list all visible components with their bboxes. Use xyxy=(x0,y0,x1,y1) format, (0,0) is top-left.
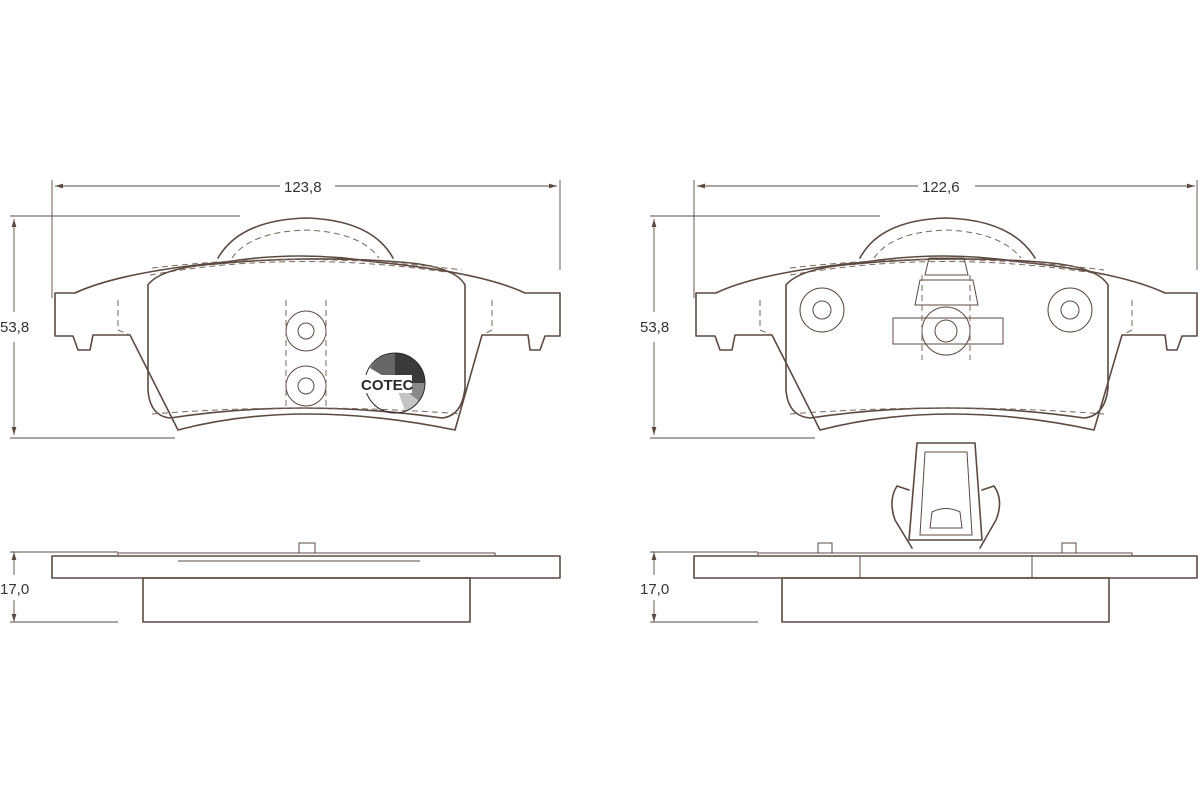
right-pad-side-view xyxy=(693,442,1198,623)
right-width-dimension: 122,6 xyxy=(693,179,1198,298)
left-thickness-dimension: 17,0 xyxy=(0,551,118,623)
right-height-label: 53,8 xyxy=(640,319,669,336)
left-thickness-label: 17,0 xyxy=(0,581,29,598)
left-pad-front-view: COTEC xyxy=(54,217,561,431)
right-width-label: 122,6 xyxy=(922,179,960,196)
right-thickness-dimension: 17,0 xyxy=(640,551,758,623)
left-height-dimension: 53,8 xyxy=(0,215,240,439)
left-backing-plate xyxy=(54,255,561,431)
right-friction-side xyxy=(781,577,1110,623)
svg-text:COTEC: COTEC xyxy=(361,377,414,394)
right-backing-plate xyxy=(695,255,1198,431)
cotec-logo: COTEC xyxy=(360,352,426,414)
left-pad-side-view xyxy=(51,542,561,623)
left-friction-pad xyxy=(147,258,466,419)
right-pad-front-view xyxy=(695,217,1198,431)
right-friction-pad xyxy=(785,258,1109,419)
left-width-dimension: 123,8 xyxy=(51,179,561,298)
wear-sensor-clip xyxy=(892,257,1004,360)
left-width-label: 123,8 xyxy=(284,179,322,196)
right-thickness-label: 17,0 xyxy=(640,581,669,598)
right-height-dimension: 53,8 xyxy=(640,215,880,439)
left-friction-side xyxy=(142,577,471,623)
left-height-label: 53,8 xyxy=(0,319,29,336)
